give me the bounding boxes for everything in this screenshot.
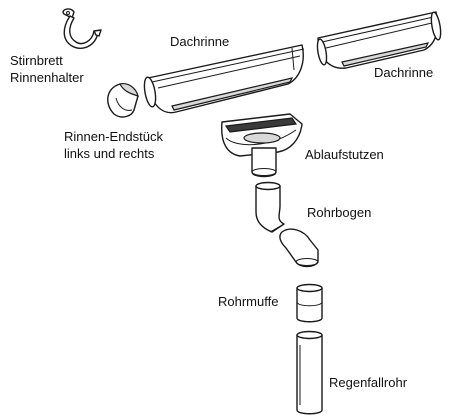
label-stirnbrett-rinnenhalter: Stirnbrett Rinnenhalter xyxy=(10,52,84,86)
label-rinnen-endstueck-line2: links und rechts xyxy=(64,145,163,162)
rinnenhalter-illustration xyxy=(63,9,101,48)
label-rohrbogen: Rohrbogen xyxy=(307,204,371,221)
label-rinnen-endstueck: Rinnen-Endstück links und rechts xyxy=(64,128,163,162)
label-rohrmuffe: Rohrmuffe xyxy=(218,293,278,310)
dachrinne-left-illustration xyxy=(142,45,304,113)
rinnen-endstueck-illustration xyxy=(108,84,138,117)
label-ablaufstutzen: Ablaufstutzen xyxy=(305,146,384,163)
label-dachrinne-right: Dachrinne xyxy=(374,64,433,81)
label-rinnen-endstueck-line1: Rinnen-Endstück xyxy=(64,128,163,145)
ablaufstutzen-illustration xyxy=(222,114,302,177)
label-stirnbrett-line1: Stirnbrett xyxy=(10,52,84,69)
label-dachrinne-left: Dachrinne xyxy=(170,33,229,50)
rohrmuffe-illustration xyxy=(297,285,322,322)
rohrbogen-illustration xyxy=(256,183,318,267)
label-regenfallrohr: Regenfallrohr xyxy=(329,374,407,391)
label-rinnenhalter-line2: Rinnenhalter xyxy=(10,69,84,86)
dachrinne-right-illustration xyxy=(316,12,443,69)
regenfallrohr-illustration xyxy=(297,332,322,414)
